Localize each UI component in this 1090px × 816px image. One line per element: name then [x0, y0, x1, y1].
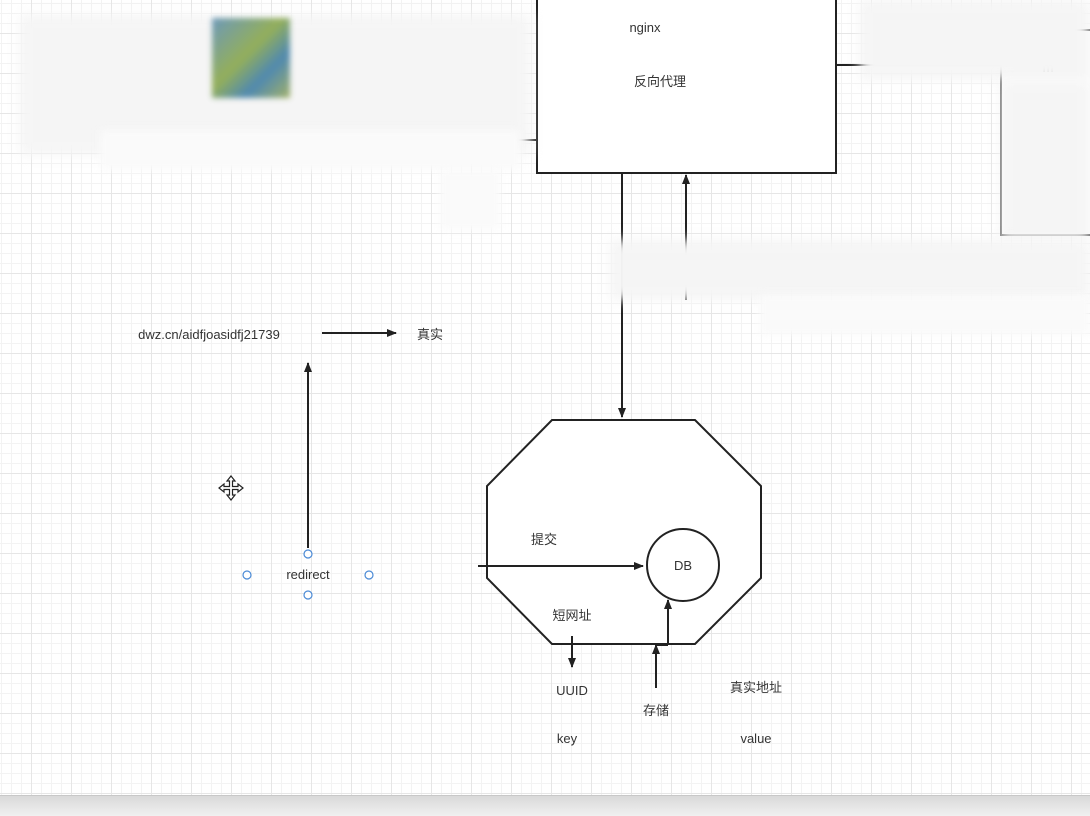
service-octagon[interactable]: [486, 419, 762, 645]
bottom-status-bar: [0, 795, 1090, 816]
store-label: 存储: [643, 704, 669, 719]
move-cursor-icon: [218, 475, 244, 501]
blurred-region-mid-right-2: [760, 295, 1090, 335]
real-label: 真实: [417, 328, 443, 343]
short-url-label: dwz.cn/aidfjoasidfj21739: [138, 327, 280, 342]
nginx-title: nginx: [629, 20, 661, 35]
blurred-avatar: [212, 18, 290, 98]
uuid-label: UUID: [556, 683, 588, 698]
redirect-label[interactable]: redirect: [286, 567, 330, 582]
selection-handle-left[interactable]: [242, 570, 252, 580]
db-label: DB: [674, 558, 692, 573]
blurred-region-right-mid: [1000, 80, 1090, 240]
selection-handle-bottom[interactable]: [303, 590, 313, 600]
blurred-region-top-left-3: [440, 170, 500, 230]
short-addr-label: 短网址: [552, 609, 591, 624]
nginx-box[interactable]: [536, 0, 837, 174]
nginx-subtitle: 反向代理: [634, 74, 686, 90]
blurred-region-mid-right: [610, 240, 1090, 300]
db-circle[interactable]: [646, 528, 720, 602]
real-addr-label: 真实地址: [730, 681, 782, 696]
value-label: value: [740, 731, 771, 746]
blurred-region-top-left-2: [100, 130, 520, 170]
selection-handle-top[interactable]: [303, 549, 313, 559]
submit-label: 提交: [531, 532, 557, 548]
blurred-region-right-top: [860, 0, 1090, 80]
key-label: key: [557, 731, 578, 746]
selection-handle-right[interactable]: [364, 570, 374, 580]
